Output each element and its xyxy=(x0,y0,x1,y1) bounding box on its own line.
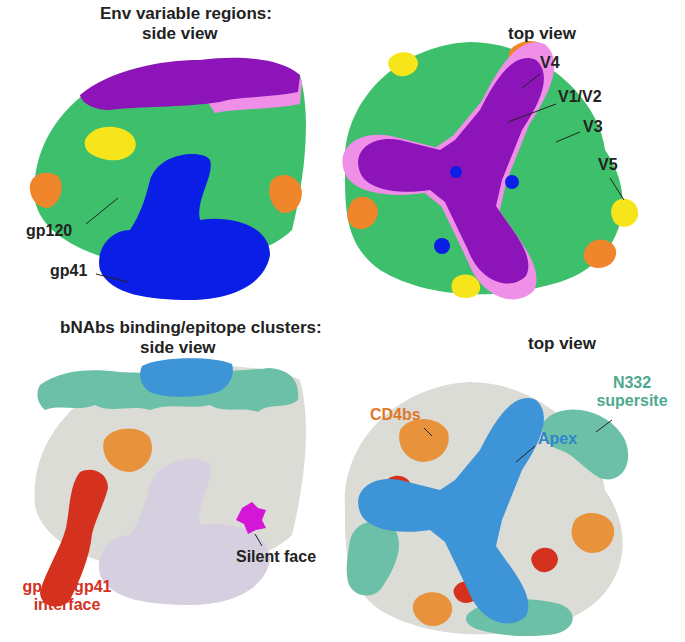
epitope-label: Silent face xyxy=(236,548,316,566)
subunit-label: gp120 xyxy=(26,222,72,240)
section-heading: bNAbs binding/epitope clusters: xyxy=(60,318,322,338)
region-label: V1/V2 xyxy=(558,88,602,106)
side-view-env xyxy=(30,58,306,300)
view-heading: side view xyxy=(142,24,218,44)
top-view-env xyxy=(342,41,638,299)
epitope-label: Apex xyxy=(538,430,577,448)
region-label: V3 xyxy=(583,118,603,136)
region-label: V4 xyxy=(540,54,560,72)
side-view-epitopes xyxy=(34,358,305,606)
section-heading: Env variable regions: xyxy=(100,4,272,24)
view-heading: side view xyxy=(140,338,216,358)
view-heading: top view xyxy=(528,334,596,354)
epitope-label: N332 supersite xyxy=(583,374,681,411)
epitope-label: gp120-gp41 interface xyxy=(2,578,132,615)
view-heading: top view xyxy=(508,24,576,44)
subunit-label: gp41 xyxy=(50,262,87,280)
region-label: V5 xyxy=(598,156,618,174)
epitope-label: CD4bs xyxy=(370,406,421,424)
top-view-epitopes xyxy=(345,382,628,636)
